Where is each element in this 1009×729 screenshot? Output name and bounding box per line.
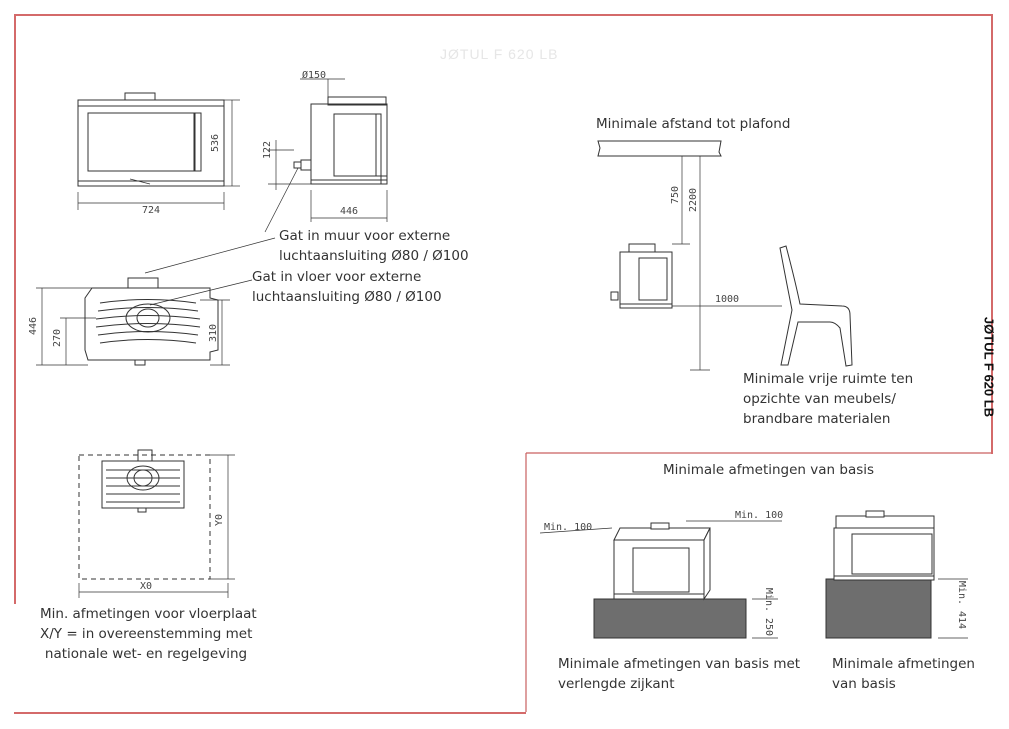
side-view-stove (293, 96, 388, 185)
base-extended-label-line1: Minimale afmetingen van basis met (558, 656, 801, 672)
floorplate-outline (78, 454, 211, 580)
dim-1000: 1000 (715, 294, 739, 305)
ceiling-stove (610, 243, 673, 309)
frame-right-line (991, 14, 993, 454)
minimal-base-block (825, 578, 932, 639)
extended-base-stove (613, 522, 711, 601)
wall-hole-label-line2: luchtaansluiting Ø80 / Ø100 (279, 248, 469, 264)
dim-d150: Ø150 (302, 69, 326, 81)
base-min-label-line1: Minimale afmetingen (832, 656, 975, 672)
dim-2200: 2200 (688, 188, 699, 212)
chair-outline (779, 245, 853, 367)
dim-x0: X0 (140, 581, 152, 592)
floor-hole-label-line2: luchtaansluiting Ø80 / Ø100 (252, 289, 442, 305)
dim-310: 310 (208, 324, 219, 342)
dim-min100-left: Min. 100 (544, 522, 592, 533)
floor-hole-leader (144, 237, 276, 274)
floor-hole-leader-2 (149, 279, 253, 306)
floorplate-label-line1: Min. afmetingen voor vloerplaat (40, 606, 257, 622)
wall-hole-label: Gat in muur voor externe luchtaansluitin… (279, 226, 469, 266)
minimal-base-stove (833, 510, 935, 581)
base-section-title: Minimale afmetingen van basis (663, 462, 875, 478)
ceiling-beam (597, 140, 722, 157)
dim-724: 724 (142, 205, 160, 216)
wall-hole-leader (264, 167, 299, 233)
front-view-dimensions (77, 99, 240, 210)
dim-270: 270 (52, 329, 63, 347)
floorplate-label-line2: X/Y = in overeenstemming met (40, 626, 253, 642)
dim-536: 536 (210, 134, 221, 152)
extended-base-dimensions (539, 520, 782, 639)
frame-left-line (14, 14, 16, 604)
furniture-label: Minimale vrije ruimte ten opzichte van m… (743, 369, 913, 429)
dim-446-top: 446 (28, 317, 39, 335)
base-min-label: Minimale afmetingen van basis (832, 654, 975, 694)
furniture-label-line3: brandbare materialen (743, 411, 891, 427)
floorplate-dimensions (78, 454, 235, 598)
base-extended-label-line2: verlengde zijkant (558, 676, 675, 692)
dim-min250: Min. 250 (763, 588, 774, 636)
extended-base-block (593, 598, 747, 639)
dim-750: 750 (670, 186, 681, 204)
product-title-vertical: JØTUL F 620 LB (975, 312, 1003, 422)
floorplate-label-line3: nationale wet- en regelgeving (44, 646, 248, 662)
base-extended-label: Minimale afmetingen van basis met verlen… (558, 654, 800, 694)
furniture-label-line2: opzichte van meubels/ (743, 391, 896, 407)
minimal-base-dimensions (938, 578, 968, 639)
wall-hole-label-line1: Gat in muur voor externe (279, 228, 451, 244)
side-view-dimensions (268, 78, 388, 222)
dim-min100-right: Min. 100 (735, 510, 783, 521)
dim-446-side: 446 (340, 206, 358, 217)
floor-hole-label: Gat in vloer voor externe luchtaansluiti… (252, 267, 442, 307)
base-min-label-line2: van basis (832, 676, 896, 692)
frame-bottom-line (14, 712, 526, 714)
furniture-label-line1: Minimale vrije ruimte ten (743, 371, 914, 387)
dim-y0: Y0 (214, 514, 225, 526)
dim-122: 122 (262, 141, 273, 159)
ceiling-dimensions (672, 156, 782, 371)
front-view-stove (77, 92, 225, 187)
ceiling-label: Minimale afstand tot plafond (596, 116, 791, 132)
floorplate-stove (101, 449, 185, 513)
top-view-dimensions (36, 287, 230, 366)
top-view-stove (84, 277, 219, 366)
frame-top-line (14, 14, 992, 16)
watermark: JØTUL F 620 LB (440, 46, 559, 62)
dim-min414: Min. 414 (956, 581, 967, 629)
base-section-frame (525, 452, 991, 712)
floorplate-label: Min. afmetingen voor vloerplaat X/Y = in… (40, 604, 257, 664)
floor-hole-label-line1: Gat in vloer voor externe (252, 269, 422, 285)
product-title-text: JØTUL F 620 LB (981, 316, 997, 418)
